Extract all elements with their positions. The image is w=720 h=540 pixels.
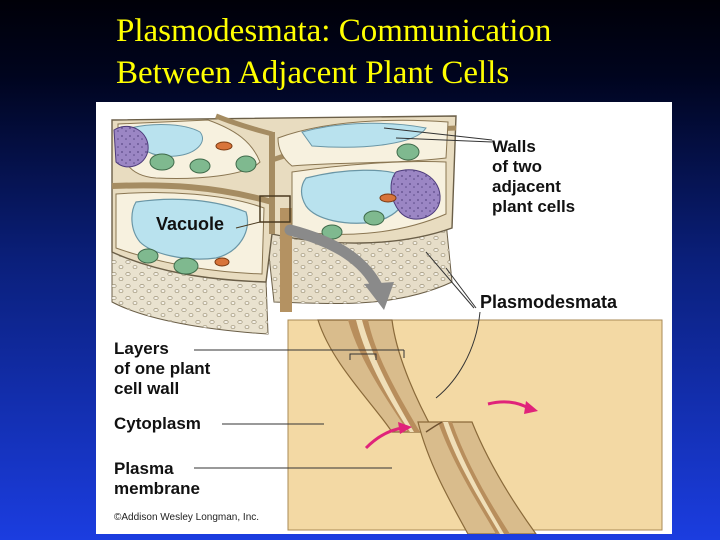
label-vacuole: Vacuole [156,214,224,234]
plasmodesma-channel [425,421,443,433]
label-walls-3: adjacent [492,177,561,196]
magnified-panel [287,319,663,534]
chloroplast-7 [137,248,159,264]
slide-title-line-1: Plasmodesmata: Communication [116,13,552,49]
chloroplast-3 [235,155,257,173]
chloroplast-1 [149,153,175,171]
flow-arrow-right-head [524,401,538,414]
lower-dotted-face-texture [112,252,268,334]
label-cytoplasm: Cytoplasm [114,414,201,433]
layer-bracket [349,353,377,360]
wall-upper-core [356,320,414,432]
chloroplast-6 [173,257,199,275]
label-walls-1: Walls [492,137,536,156]
label-plasmodesmata: Plasmodesmata [480,292,618,312]
wall-lower-outer [417,421,537,534]
wall-line-3 [215,113,273,137]
mitochondrion-3 [214,257,230,267]
label-walls-2: of two [492,157,542,176]
label-walls-4: plant cells [492,197,575,216]
leader-walls-2 [395,137,493,143]
wall-lower-core [443,422,504,534]
zoom-box [259,195,291,223]
nucleus-2-texture [391,169,441,220]
zoom-box-leader [235,221,261,229]
flow-arrow-left-head [398,422,412,434]
label-layers-3: cell wall [114,379,179,398]
copyright-credit: ©Addison Wesley Longman, Inc. [114,512,259,523]
mitochondrion-2 [379,193,397,203]
chloroplast-4 [396,143,420,161]
chloroplast-2 [189,158,211,174]
leader-plasmodesmata-1 [425,251,475,309]
nucleus-1-texture [114,126,149,167]
label-plasma-2: membrane [114,479,200,498]
leader-lines [194,127,493,469]
figure-illustration: Walls of two adjacent plant cells Vacuol… [111,113,663,534]
wall-line-1 [111,182,273,205]
plasmodesmata-figure: Walls of two adjacent plant cells Vacuol… [96,102,672,534]
vacuole-lower-left [131,198,248,260]
mitochondrion-1 [215,141,233,151]
leader-plasmodesmata-2 [445,267,477,309]
zoom-arrow [284,224,394,310]
label-layers-2: of one plant [114,359,211,378]
leader-walls-1 [383,127,493,141]
slide-title-line-2: Between Adjacent Plant Cells [116,55,510,91]
leader-plasmodesmata-3 [435,311,481,399]
slide-title: Plasmodesmata: Communication Between Adj… [116,10,706,94]
flow-arrow-left [364,426,403,450]
chloroplast-5 [363,210,385,226]
label-plasma-1: Plasma [114,459,174,478]
label-layers-1: Layers [114,339,169,358]
